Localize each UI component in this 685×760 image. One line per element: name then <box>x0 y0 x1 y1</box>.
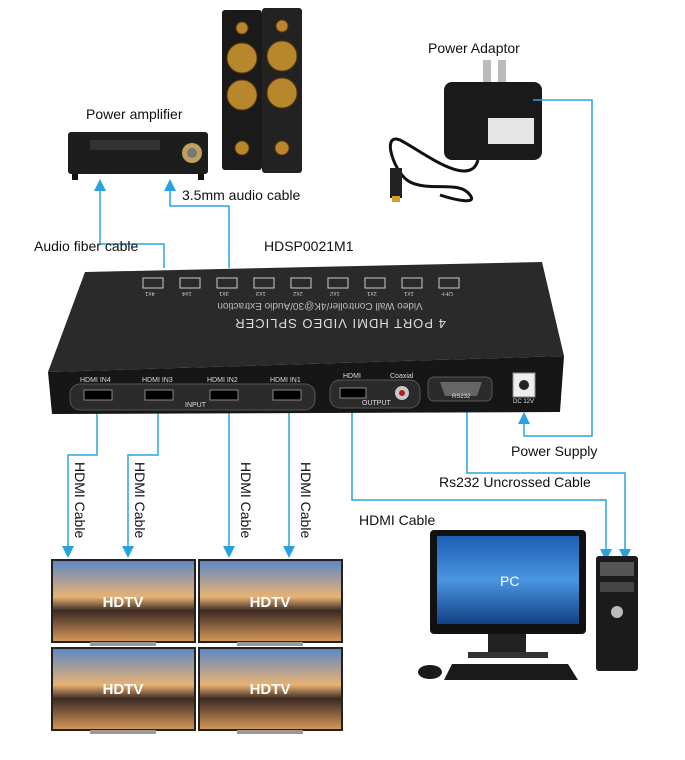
mode-label: 1x1 <box>404 290 414 296</box>
pc-setup <box>418 530 638 680</box>
output-coaxial-label: Coaxial <box>390 373 414 380</box>
input-2-label: HDMI IN2 <box>207 377 238 384</box>
audio-cable-label: 3.5mm audio cable <box>182 187 301 203</box>
hdmi-output-cable-label: HDMI Cable <box>359 512 436 528</box>
hdtv-4 <box>198 647 343 734</box>
hdtv-1-label: HDTV <box>102 594 144 611</box>
mode-label: 2x1 <box>367 290 377 296</box>
input-group-label: INPUT <box>185 402 206 409</box>
power-amplifier-label: Power amplifier <box>86 106 183 122</box>
input-1-label: HDMI IN1 <box>270 377 301 384</box>
hdtv-4-label: HDTV <box>249 681 291 698</box>
dc-label: DC 12V <box>513 399 535 405</box>
rs232-port <box>427 376 493 402</box>
hdmi-input-ports <box>69 383 316 411</box>
hdtv-1 <box>51 559 196 646</box>
hdmi-cable-4-label: HDMI Cable <box>298 462 314 539</box>
input-3-label: HDMI IN3 <box>142 377 173 384</box>
mode-icon <box>216 277 238 289</box>
mode-label: 4x1 <box>145 290 155 296</box>
speakers <box>222 8 302 173</box>
hdtv-3-label: HDTV <box>102 681 144 698</box>
mode-label: 2x2 <box>293 290 303 296</box>
rs232-cable-label: Rs232 Uncrossed Cable <box>439 474 591 490</box>
output-group-label: OUTPUT <box>362 400 391 407</box>
output-hdmi-label: HDMI <box>343 373 361 380</box>
model-label: HDSP0021M1 <box>264 238 354 254</box>
power-supply-label: Power Supply <box>511 443 598 459</box>
mode-icon <box>401 277 423 289</box>
fiber-cable-label: Audio fiber cable <box>34 238 139 254</box>
mode-icon <box>327 277 349 289</box>
mode-label: 1x4 <box>182 290 192 296</box>
output-ports <box>329 379 421 409</box>
mode-label: 1x3 <box>256 290 266 296</box>
mode-label: 1x2 <box>330 290 340 296</box>
mode-icon <box>142 277 164 289</box>
pc-label: PC <box>500 573 520 589</box>
hdmi-cable-3-label: HDMI Cable <box>238 462 254 539</box>
cables <box>62 99 631 561</box>
device-title: 4 PORT HDMI VIDEO SPLICER <box>234 316 446 331</box>
mode-label: 3x1 <box>219 290 229 296</box>
hdtv-3 <box>51 647 196 734</box>
power-adaptor-label: Power Adaptor <box>428 40 520 56</box>
mode-icon <box>438 277 460 289</box>
mode-label: OFF <box>441 290 453 296</box>
video-splicer-device <box>48 262 564 414</box>
rs232-label: RS232 <box>452 394 471 400</box>
tv-wall <box>51 559 343 734</box>
mode-icon <box>290 277 312 289</box>
device-subtitle: Video Wall Controller/4K@30/Audio Extrac… <box>217 300 423 311</box>
hdmi-cable-2-label: HDMI Cable <box>132 462 148 539</box>
power-amplifier <box>68 132 208 180</box>
power-adaptor <box>389 60 542 203</box>
mode-icon <box>179 277 201 289</box>
hdtv-2 <box>198 559 343 646</box>
mode-icon <box>364 277 386 289</box>
mode-icon <box>253 277 275 289</box>
hdtv-2-label: HDTV <box>249 594 291 611</box>
dc-port <box>512 372 536 398</box>
input-4-label: HDMI IN4 <box>80 377 111 384</box>
hdmi-cable-1-label: HDMI Cable <box>72 462 88 539</box>
